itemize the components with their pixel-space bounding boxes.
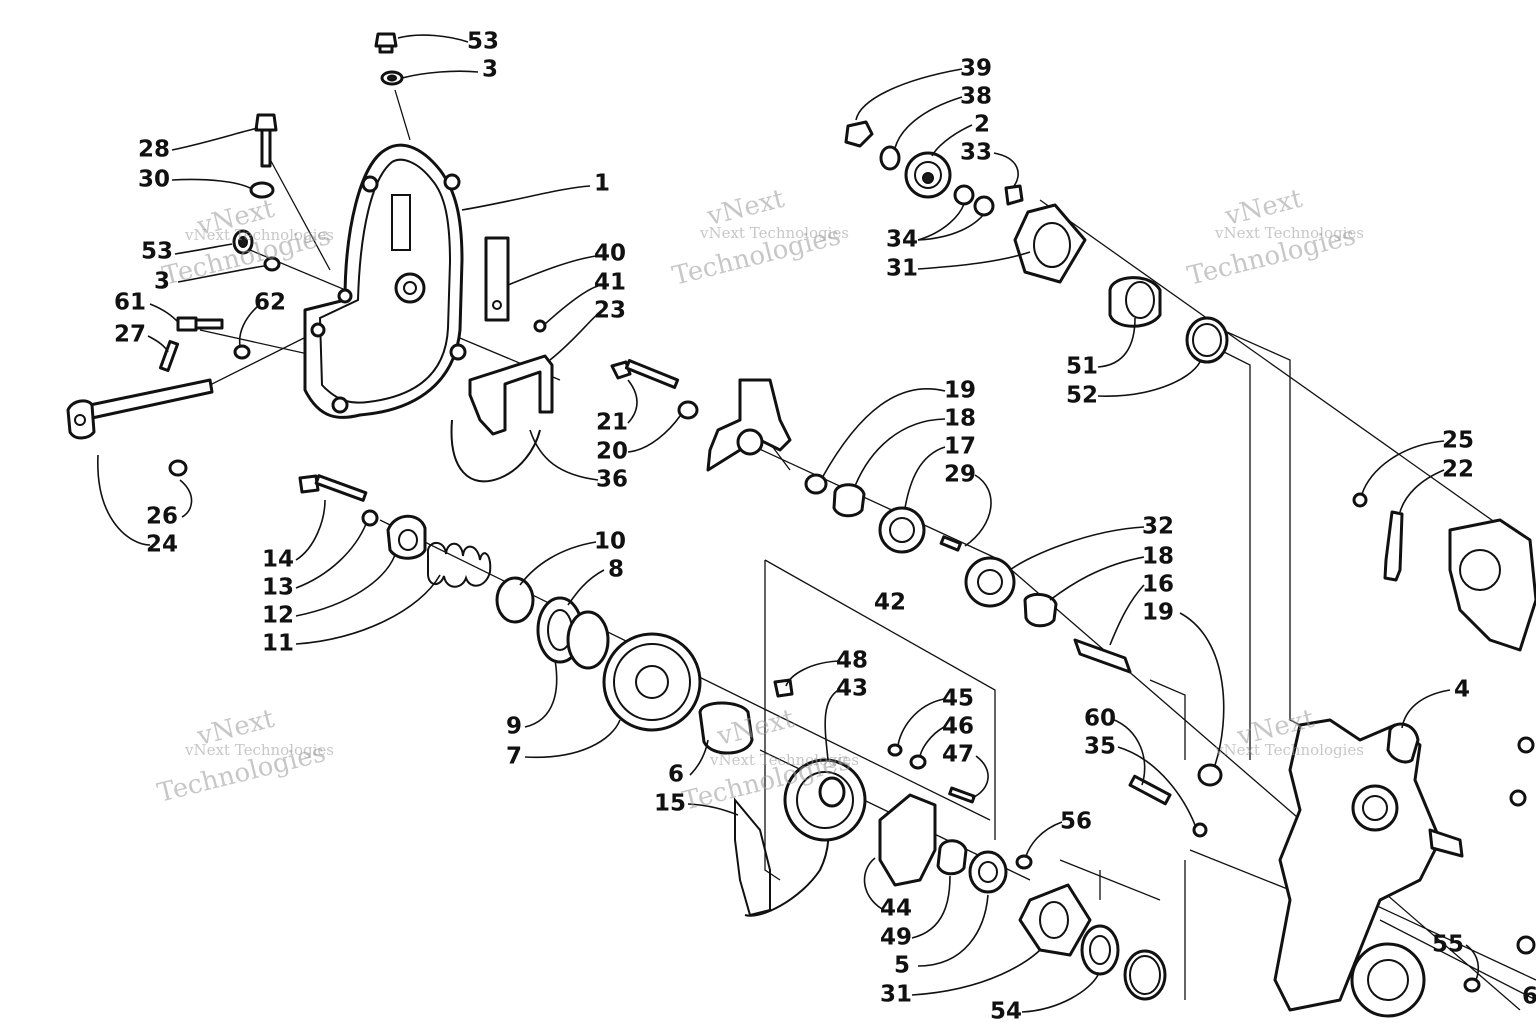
callout-11: 11 <box>262 631 294 657</box>
callout-36: 36 <box>596 467 628 493</box>
callout-22: 22 <box>1442 457 1474 483</box>
callout-4: 4 <box>1454 677 1470 703</box>
callout-43: 43 <box>836 676 868 702</box>
callout-6: 6 <box>1522 984 1536 1010</box>
callout-42: 42 <box>874 590 906 616</box>
callout-12: 12 <box>262 603 294 629</box>
callout-23: 23 <box>594 298 626 324</box>
callout-18: 18 <box>944 406 976 432</box>
callout-14: 14 <box>262 547 294 573</box>
callout-13: 13 <box>262 575 294 601</box>
callout-17: 17 <box>944 434 976 460</box>
watermark-full: vNext Technologies <box>184 741 334 759</box>
driven-sprocket-group <box>298 474 702 732</box>
callout-31: 31 <box>880 982 912 1008</box>
watermark-full: vNext Technologies <box>1214 224 1364 242</box>
callout-41: 41 <box>594 270 626 296</box>
bolt-60-35 <box>1128 774 1208 838</box>
middle-idler-group <box>610 359 962 554</box>
callout-3: 3 <box>482 57 498 83</box>
chaincase-cover <box>303 143 467 419</box>
callout-30: 30 <box>138 167 170 193</box>
callout-53: 53 <box>467 29 499 55</box>
callout-32: 32 <box>1142 514 1174 540</box>
callout-61: 61 <box>114 290 146 316</box>
chaincase-housing <box>1273 718 1536 1018</box>
callout-7: 7 <box>506 744 522 770</box>
watermark-full: vNext Technologies <box>699 224 849 242</box>
callout-6: 6 <box>668 762 684 788</box>
callout-45: 45 <box>942 686 974 712</box>
callout-54: 54 <box>990 999 1022 1024</box>
callout-9: 9 <box>506 714 522 740</box>
watermark-full: vNext Technologies <box>1214 741 1364 759</box>
callout-27: 27 <box>114 322 146 348</box>
callout-29: 29 <box>944 462 976 488</box>
callout-39: 39 <box>960 56 992 82</box>
callout-19: 19 <box>1142 600 1174 626</box>
callout-40: 40 <box>594 241 626 267</box>
callout-3: 3 <box>154 269 170 295</box>
callout-21: 21 <box>596 410 628 436</box>
callout-26: 26 <box>146 504 178 530</box>
callout-44: 44 <box>880 896 912 922</box>
callout-20: 20 <box>596 439 628 465</box>
callout-5: 5 <box>894 953 910 979</box>
plate-and-bracket <box>450 236 554 483</box>
leader-lines <box>97 34 1480 1013</box>
callout-8: 8 <box>608 557 624 583</box>
callout-60: 60 <box>1084 706 1116 732</box>
callout-24: 24 <box>146 532 178 558</box>
callout-47: 47 <box>942 742 974 768</box>
callout-28: 28 <box>138 137 170 163</box>
callout-52: 52 <box>1066 383 1098 409</box>
right-mount-group <box>1352 492 1536 652</box>
lower-bearing-group <box>1015 854 1167 1001</box>
callout-55: 55 <box>1432 932 1464 958</box>
watermarks: vNext vNext Technologies Technologies vN… <box>154 184 1364 817</box>
callout-51: 51 <box>1066 354 1098 380</box>
callout-18: 18 <box>1142 544 1174 570</box>
callout-10: 10 <box>594 529 626 555</box>
callout-46: 46 <box>942 714 974 740</box>
callout-48: 48 <box>836 648 868 674</box>
fasteners-top-left <box>158 32 404 477</box>
callout-35: 35 <box>1084 734 1116 760</box>
callout-1: 1 <box>594 171 610 197</box>
lower-idler-group <box>964 556 1223 787</box>
watermark-full: vNext Technologies <box>184 226 334 244</box>
watermark-full: vNext Technologies <box>709 751 859 769</box>
drive-chain-group <box>698 678 1008 917</box>
callout-56: 56 <box>1060 809 1092 835</box>
callout-19: 19 <box>944 378 976 404</box>
callout-49: 49 <box>880 925 912 951</box>
upper-sprocket-group <box>844 120 1229 364</box>
callout-31: 31 <box>886 256 918 282</box>
callout-38: 38 <box>960 84 992 110</box>
shift-shaft <box>66 378 214 440</box>
callout-33: 33 <box>960 140 992 166</box>
callout-25: 25 <box>1442 428 1474 454</box>
callout-15: 15 <box>654 791 686 817</box>
callout-62: 62 <box>254 290 286 316</box>
callout-2: 2 <box>974 112 990 138</box>
callout-16: 16 <box>1142 572 1174 598</box>
callout-53: 53 <box>141 239 173 265</box>
callout-34: 34 <box>886 227 918 253</box>
